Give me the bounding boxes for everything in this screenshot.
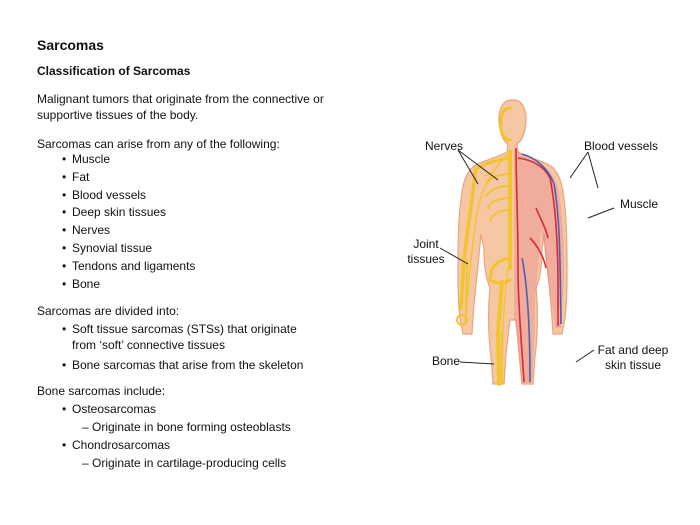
arise-heading: Sarcomas can arise from any of the follo…	[37, 137, 280, 151]
bone-sublist: Originate in cartilage-producing cells	[62, 455, 286, 475]
bone-heading: Bone sarcomas include:	[37, 384, 166, 398]
label-fat-skin: Fat and deep skin tissue	[597, 343, 669, 372]
list-item: Originate in bone forming osteoblasts	[62, 419, 291, 435]
list-item: Nerves	[62, 222, 195, 240]
list-item: Soft tissue sarcomas (STSs) that origina…	[62, 321, 322, 353]
arise-list: Muscle Fat Blood vessels Deep skin tissu…	[62, 151, 195, 293]
list-item: Tendons and ligaments	[62, 258, 195, 276]
muscle-layer	[514, 148, 564, 383]
blood-vessels-lines	[515, 147, 562, 383]
section-subtitle: Classification of Sarcomas	[37, 64, 191, 78]
list-item: Bone	[62, 276, 195, 294]
bone-list: Osteosarcomas	[62, 401, 156, 421]
list-item: Osteosarcomas	[62, 401, 156, 417]
body-diagram	[398, 88, 678, 388]
label-bone: Bone	[432, 354, 461, 368]
label-blood-vessels: Blood vessels	[584, 139, 659, 153]
list-item: Muscle	[62, 151, 195, 169]
bone-sublist: Originate in bone forming osteoblasts	[62, 419, 291, 439]
divided-heading: Sarcomas are divided into:	[37, 304, 180, 318]
list-item: Blood vessels	[62, 187, 195, 205]
list-item: Synovial tissue	[62, 240, 195, 258]
list-item: Deep skin tissues	[62, 204, 195, 222]
slide-title: Sarcomas	[37, 37, 104, 53]
list-item: Bone sarcomas that arise from the skelet…	[62, 357, 322, 373]
bone-list: Chondrosarcomas	[62, 437, 170, 457]
list-item: Chondrosarcomas	[62, 437, 170, 453]
intro-text: Malignant tumors that originate from the…	[37, 92, 324, 122]
body-illustration	[439, 99, 615, 386]
divided-list: Soft tissue sarcomas (STSs) that origina…	[62, 321, 322, 377]
nerves-lines	[464, 153, 509, 381]
label-nerves: Nerves	[425, 139, 464, 153]
label-joint-tissues: Joint tissues	[407, 237, 445, 266]
label-leaders	[439, 149, 615, 365]
list-item: Fat	[62, 169, 195, 187]
label-muscle: Muscle	[620, 197, 659, 211]
list-item: Originate in cartilage-producing cells	[62, 455, 286, 471]
